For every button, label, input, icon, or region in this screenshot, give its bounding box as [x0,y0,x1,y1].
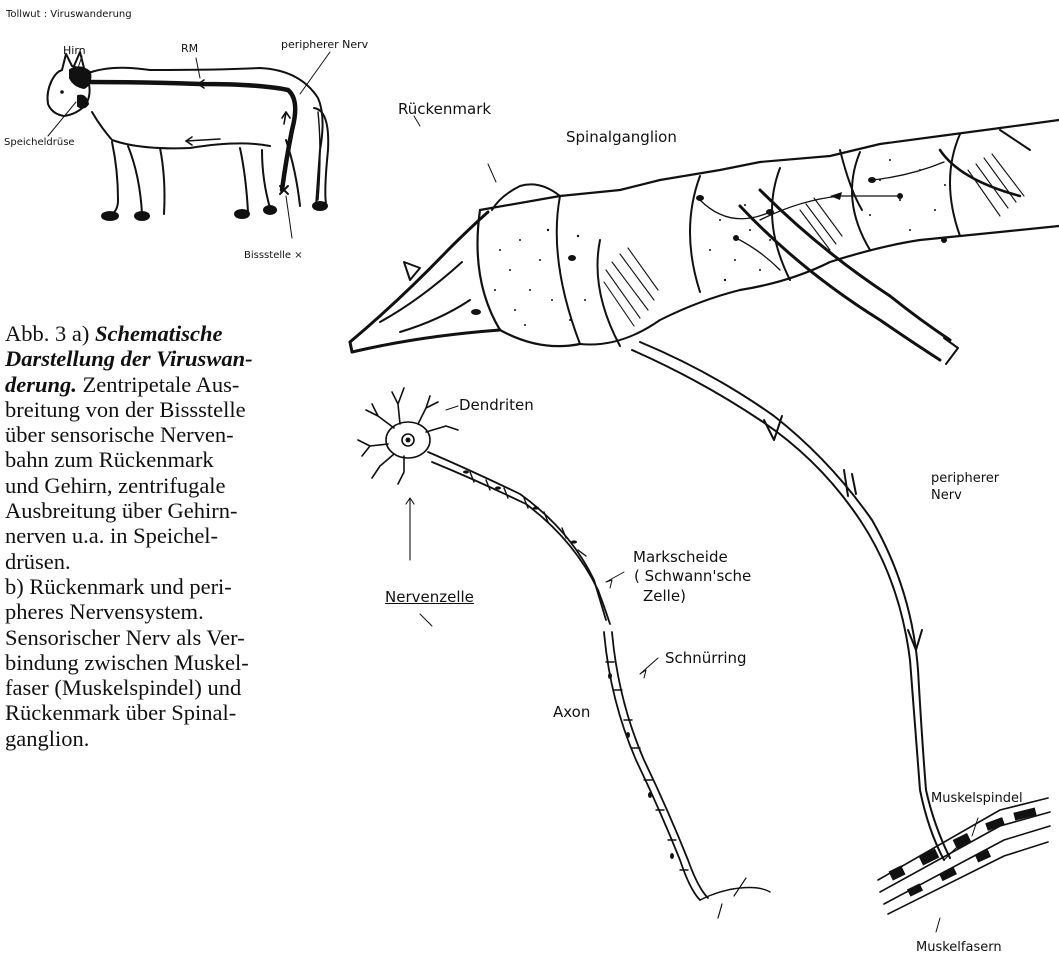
caption-text: drüsen. [5,549,71,574]
caption-italic-text: derung. [5,372,77,397]
cat-drawing [48,52,331,238]
muscle-fibers-drawing [878,798,1050,932]
caption-text: nerven u.a. in Speichel- [5,523,218,548]
label-axon: Axon [553,705,590,720]
caption-line: ganglion. [5,726,350,751]
caption-line: breitung von der Bissstelle [5,397,350,422]
caption-line: und Gehirn, zentrifugale [5,473,350,498]
neuron-drawing [358,116,770,918]
caption-text: pheres Nervensystem. [5,599,204,624]
caption-text: bahn zum Rückenmark [5,447,214,472]
label-muscle-fibers: Muskelfasern [916,941,1002,954]
caption-text: Zentripetale Aus- [77,372,239,397]
caption-text: Rückenmark über Spinal- [5,700,236,725]
caption-line: drüsen. [5,549,350,574]
label-salivary-gland: Speicheldrüse [4,138,75,148]
caption-line: Abb. 3 a) Schematische [5,321,350,346]
label-dendrites: Dendriten [459,398,534,413]
caption-italic-text: Darstellung der Viruswan- [5,346,253,371]
label-peripheral-nerve-cat: peripherer Nerv [281,39,368,50]
label-node-of-ranvier: Schnürring [665,651,747,666]
caption-line: faser (Muskelspindel) und [5,675,350,700]
caption-line: bindung zwischen Muskel- [5,650,350,675]
label-peripheral-nerve-2: Nerv [931,489,962,502]
caption-line: b) Rückenmark und peri- [5,574,350,599]
label-bite-site: Bissstelle × [244,251,303,261]
label-spinal-cord-abbrev: RM [181,43,198,54]
label-peripheral-nerve: peripherer [931,472,999,485]
caption-text: Abb. 3 a) [5,321,95,346]
caption-text: und Gehirn, zentrifugale [5,473,226,498]
spinal-cord-drawing [350,120,1059,364]
label-myelin-sheath-2: ( Schwann'sche [634,569,751,584]
caption-line: Sensorischer Nerv als Ver- [5,625,350,650]
caption-text: Ausbreitung über Gehirn- [5,498,237,523]
caption-line: nerven u.a. in Speichel- [5,523,350,548]
label-brain: Hirn [63,45,86,56]
figure-title: Tollwut : Viruswanderung [6,10,132,20]
label-nerve-cell: Nervenzelle [385,590,474,605]
label-spinal-cord: Rückenmark [398,102,491,117]
caption-text: bindung zwischen Muskel- [5,650,249,675]
caption-text: b) Rückenmark und peri- [5,574,232,599]
caption-text: faser (Muskelspindel) und [5,675,241,700]
caption-line: bahn zum Rückenmark [5,447,350,472]
caption-text: über sensorische Nerven- [5,422,234,447]
caption-text: breitung von der Bissstelle [5,397,246,422]
caption-line: Darstellung der Viruswan- [5,346,350,371]
caption-text: Sensorischer Nerv als Ver- [5,625,245,650]
caption-line: pheres Nervensystem. [5,599,350,624]
label-spinal-ganglion: Spinalganglion [566,130,677,145]
label-myelin-sheath-3: Zelle) [643,589,686,604]
caption-italic-text: Schematische [95,321,223,346]
caption-text: ganglion. [5,726,89,751]
label-myelin-sheath: Markscheide [633,550,728,565]
label-muscle-spindle: Muskelspindel [931,792,1023,805]
caption-line: Ausbreitung über Gehirn- [5,498,350,523]
caption-line: über sensorische Nerven- [5,422,350,447]
caption-line: Rückenmark über Spinal- [5,700,350,725]
caption-line: derung. Zentripetale Aus- [5,372,350,397]
